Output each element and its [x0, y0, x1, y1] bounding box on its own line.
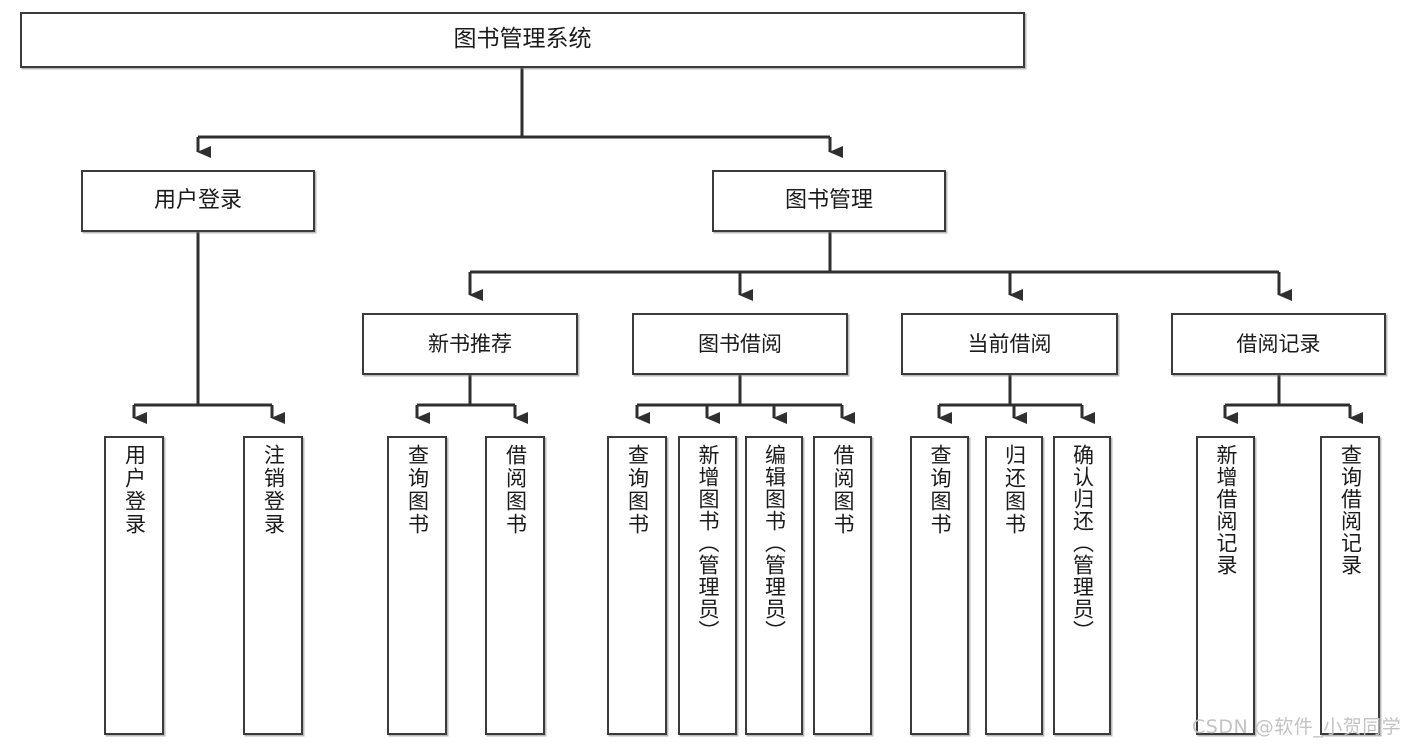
leaf-node-label: 新增图书（管理员） — [696, 444, 720, 642]
node-borrow-record-label: 借阅记录 — [1236, 331, 1321, 356]
node-user-login-label: 用户登录 — [153, 188, 242, 214]
leaf-node-label: 编辑图书（管理员） — [762, 444, 787, 642]
leaf-node[interactable]: 查询图书 — [910, 436, 969, 735]
node-user-login[interactable]: 用户登录 — [81, 170, 315, 232]
leaf-node[interactable]: 查询图书 — [387, 436, 447, 735]
node-book-management-label: 图书管理 — [784, 188, 873, 214]
leaf-node-label: 借阅图书 — [503, 444, 528, 536]
leaf-node-label: 查询图书 — [405, 444, 430, 536]
leaf-node[interactable]: 借阅图书 — [813, 436, 872, 735]
leaf-node-label: 新增借阅记录 — [1214, 444, 1238, 576]
leaf-node-label: 查询图书 — [928, 444, 952, 536]
node-borrow-record[interactable]: 借阅记录 — [1171, 313, 1386, 375]
leaf-node[interactable]: 用户登录 — [104, 436, 164, 735]
node-new-book-recommend-label: 新书推荐 — [428, 331, 512, 356]
node-root-label: 图书管理系统 — [453, 26, 592, 53]
leaf-node-label: 归还图书 — [1002, 444, 1027, 536]
leaf-node-label: 确认归还（管理员） — [1070, 444, 1095, 642]
watermark-text: CSDN @软件_小贺同学 — [1192, 716, 1402, 738]
leaf-node[interactable]: 新增图书（管理员） — [678, 436, 737, 735]
leaf-node-label: 注销登录 — [261, 444, 286, 536]
leaf-node[interactable]: 归还图书 — [985, 436, 1043, 735]
node-root[interactable]: 图书管理系统 — [20, 12, 1025, 68]
node-new-book-recommend[interactable]: 新书推荐 — [362, 313, 578, 375]
leaf-node-label: 查询图书 — [625, 444, 650, 536]
leaf-node[interactable]: 确认归还（管理员） — [1053, 436, 1111, 735]
node-current-borrow-label: 当前借阅 — [967, 331, 1052, 356]
leaf-node[interactable]: 查询图书 — [607, 436, 667, 735]
leaf-node[interactable]: 借阅图书 — [485, 436, 545, 735]
leaf-node[interactable]: 新增借阅记录 — [1196, 436, 1255, 735]
node-current-borrow[interactable]: 当前借阅 — [901, 313, 1118, 375]
leaf-node[interactable]: 查询借阅记录 — [1320, 436, 1380, 735]
leaf-node[interactable]: 注销登录 — [243, 436, 303, 735]
leaf-node-label: 查询借阅记录 — [1338, 444, 1363, 576]
node-book-management[interactable]: 图书管理 — [712, 170, 946, 232]
leaf-node-label: 用户登录 — [122, 444, 147, 536]
node-book-borrow[interactable]: 图书借阅 — [632, 313, 848, 375]
leaf-node-label: 借阅图书 — [831, 444, 855, 536]
leaf-node[interactable]: 编辑图书（管理员） — [745, 436, 803, 735]
node-book-borrow-label: 图书借阅 — [698, 331, 782, 356]
